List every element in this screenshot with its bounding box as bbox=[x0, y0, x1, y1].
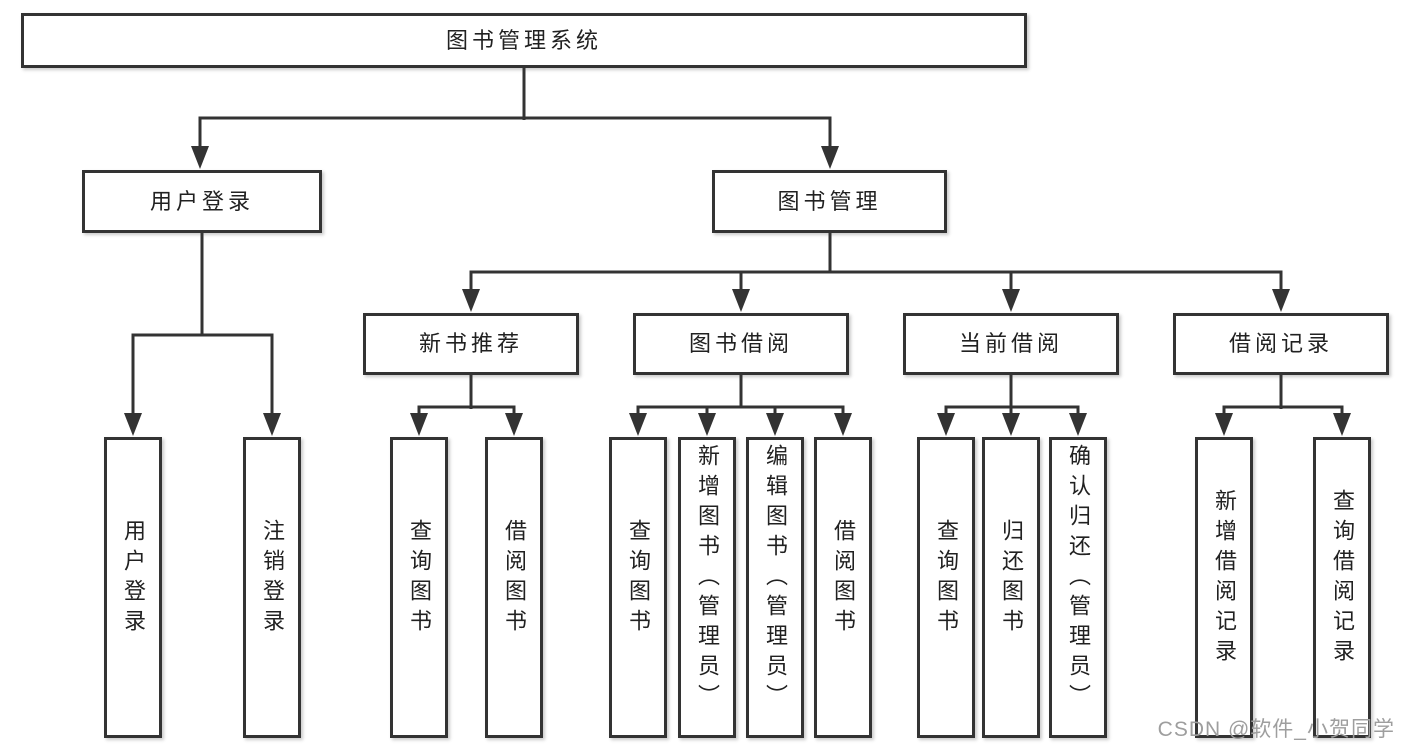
node-label: 编辑图书（管理员） bbox=[763, 443, 788, 714]
node-label: 查询图书 bbox=[934, 518, 959, 639]
leaf-edit-books-admin: 编辑图书（管理员） bbox=[746, 437, 804, 738]
arrow-down-icon bbox=[191, 146, 209, 169]
node-label: 确认归还（管理员） bbox=[1066, 443, 1091, 714]
node-label: 归还图书 bbox=[999, 518, 1024, 639]
leaf-return-books: 归还图书 bbox=[982, 437, 1040, 738]
leaf-query-books-borrowing: 查询图书 bbox=[609, 437, 667, 738]
node-label: 借阅图书 bbox=[831, 518, 856, 639]
node-new-book-recommendation: 新书推荐 bbox=[363, 313, 579, 375]
arrow-down-icon bbox=[124, 413, 142, 436]
node-book-borrowing: 图书借阅 bbox=[633, 313, 849, 375]
node-label: 用户登录 bbox=[149, 188, 254, 214]
connector-path-root bbox=[198, 68, 832, 148]
leaf-query-books-recommend: 查询图书 bbox=[390, 437, 448, 738]
arrow-down-icon bbox=[821, 146, 839, 169]
node-book-management: 图书管理 bbox=[712, 170, 947, 233]
node-label: 用户登录 bbox=[121, 518, 146, 639]
connector-path-book-borrowing bbox=[636, 375, 845, 417]
leaf-user-login: 用户登录 bbox=[104, 437, 162, 738]
node-label: 新增借阅记录 bbox=[1212, 488, 1237, 669]
arrow-down-icon bbox=[1002, 413, 1020, 436]
leaf-query-borrow-record: 查询借阅记录 bbox=[1313, 437, 1371, 738]
node-label: 图书管理 bbox=[777, 188, 882, 214]
node-borrowing-records: 借阅记录 bbox=[1173, 313, 1389, 375]
arrow-down-icon bbox=[505, 413, 523, 436]
arrow-down-icon bbox=[1272, 289, 1290, 312]
arrow-down-icon bbox=[1069, 413, 1087, 436]
leaf-borrow-books: 借阅图书 bbox=[814, 437, 872, 738]
node-label: 新增图书（管理员） bbox=[695, 443, 720, 714]
leaf-borrow-books-recommend: 借阅图书 bbox=[485, 437, 543, 738]
arrow-down-icon bbox=[834, 413, 852, 436]
watermark: CSDN @软件_小贺同学 bbox=[1157, 717, 1395, 741]
node-label: 查询借阅记录 bbox=[1330, 488, 1355, 669]
arrow-down-icon bbox=[732, 289, 750, 312]
arrow-down-icon bbox=[1333, 413, 1351, 436]
arrow-down-icon bbox=[629, 413, 647, 436]
arrow-down-icon bbox=[1002, 289, 1020, 312]
node-label: 图书借阅 bbox=[688, 331, 793, 356]
node-current-borrowing: 当前借阅 bbox=[903, 313, 1119, 375]
arrow-down-icon bbox=[698, 413, 716, 436]
leaf-add-books-admin: 新增图书（管理员） bbox=[678, 437, 736, 738]
node-label: 借阅记录 bbox=[1228, 331, 1333, 356]
arrow-down-icon bbox=[766, 413, 784, 436]
connector-path-book-management bbox=[469, 233, 1283, 293]
node-label: 新书推荐 bbox=[418, 331, 523, 356]
connector-path-current-borrowing bbox=[944, 375, 1080, 417]
node-label: 查询图书 bbox=[407, 518, 432, 639]
node-user-login: 用户登录 bbox=[82, 170, 322, 233]
arrow-down-icon bbox=[410, 413, 428, 436]
arrow-down-icon bbox=[1215, 413, 1233, 436]
node-label: 当前借阅 bbox=[958, 331, 1063, 356]
node-label: 借阅图书 bbox=[502, 518, 527, 639]
arrow-down-icon bbox=[263, 413, 281, 436]
arrowheads bbox=[124, 146, 1351, 436]
arrow-down-icon bbox=[937, 413, 955, 436]
leaf-logout: 注销登录 bbox=[243, 437, 301, 738]
node-library-management-system: 图书管理系统 bbox=[21, 13, 1027, 68]
leaf-confirm-return-admin: 确认归还（管理员） bbox=[1049, 437, 1107, 738]
leaf-add-borrow-record: 新增借阅记录 bbox=[1195, 437, 1253, 738]
node-label: 查询图书 bbox=[626, 518, 651, 639]
connector-path-borrowing-records bbox=[1222, 375, 1344, 417]
arrow-down-icon bbox=[462, 289, 480, 312]
node-label: 注销登录 bbox=[260, 518, 285, 639]
connector-path-user-login bbox=[131, 233, 274, 417]
leaf-query-books-current: 查询图书 bbox=[917, 437, 975, 738]
connector-path-new-book bbox=[417, 375, 516, 417]
node-label: 图书管理系统 bbox=[445, 27, 602, 53]
